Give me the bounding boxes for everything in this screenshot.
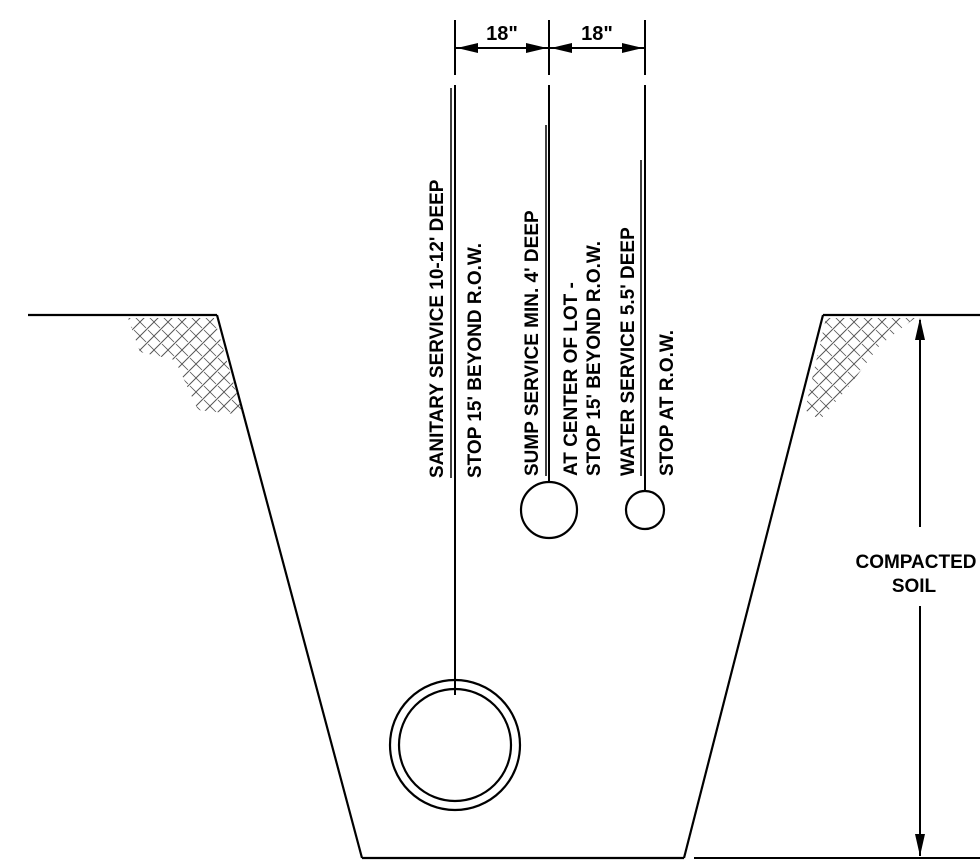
dimension-arrowheads	[457, 43, 643, 53]
trench-outline	[28, 313, 980, 860]
service-labels: SANITARY SERVICE 10-12' DEEP STOP 15' BE…	[427, 88, 678, 478]
arrowhead	[915, 318, 925, 340]
water-pipe	[624, 489, 666, 531]
sanitary-label-line1: SANITARY SERVICE 10-12' DEEP	[427, 179, 448, 478]
sanitary-pipe-inner	[397, 687, 513, 803]
sump-pipe	[519, 480, 579, 540]
water-label-line1: WATER SERVICE 5.5' DEEP	[618, 227, 639, 476]
sump-label-line2: AT CENTER OF LOT -	[561, 282, 582, 476]
dimension-markers	[454, 20, 646, 75]
arrowhead	[551, 43, 572, 53]
compacted-soil-dimension	[694, 320, 980, 859]
soil-label-line2: SOIL	[892, 576, 937, 597]
arrowhead	[915, 834, 925, 856]
soil-hatch-left	[128, 318, 243, 415]
arrowhead	[457, 43, 478, 53]
pipes	[388, 480, 666, 812]
sump-label-line1: SUMP SERVICE MIN. 4' DEEP	[522, 210, 543, 476]
sanitary-label-line2: STOP 15' BEYOND R.O.W.	[465, 243, 486, 478]
trench-wall-right	[682, 314, 825, 859]
service-lines	[454, 85, 646, 695]
soil-hatch-right	[805, 318, 915, 420]
trench-wall-left	[215, 314, 364, 859]
sanitary-pipe-outer	[388, 678, 522, 812]
soil-dim-arrowheads	[915, 318, 925, 856]
arrowhead	[622, 43, 643, 53]
arrowhead	[526, 43, 547, 53]
dim-label-left: 18"	[486, 23, 518, 45]
soil-label-line1: COMPACTED	[855, 552, 976, 573]
water-label-line2: STOP AT R.O.W.	[657, 330, 678, 476]
sump-label-line3: STOP 15' BEYOND R.O.W.	[584, 241, 605, 476]
dim-label-right: 18"	[581, 23, 613, 45]
